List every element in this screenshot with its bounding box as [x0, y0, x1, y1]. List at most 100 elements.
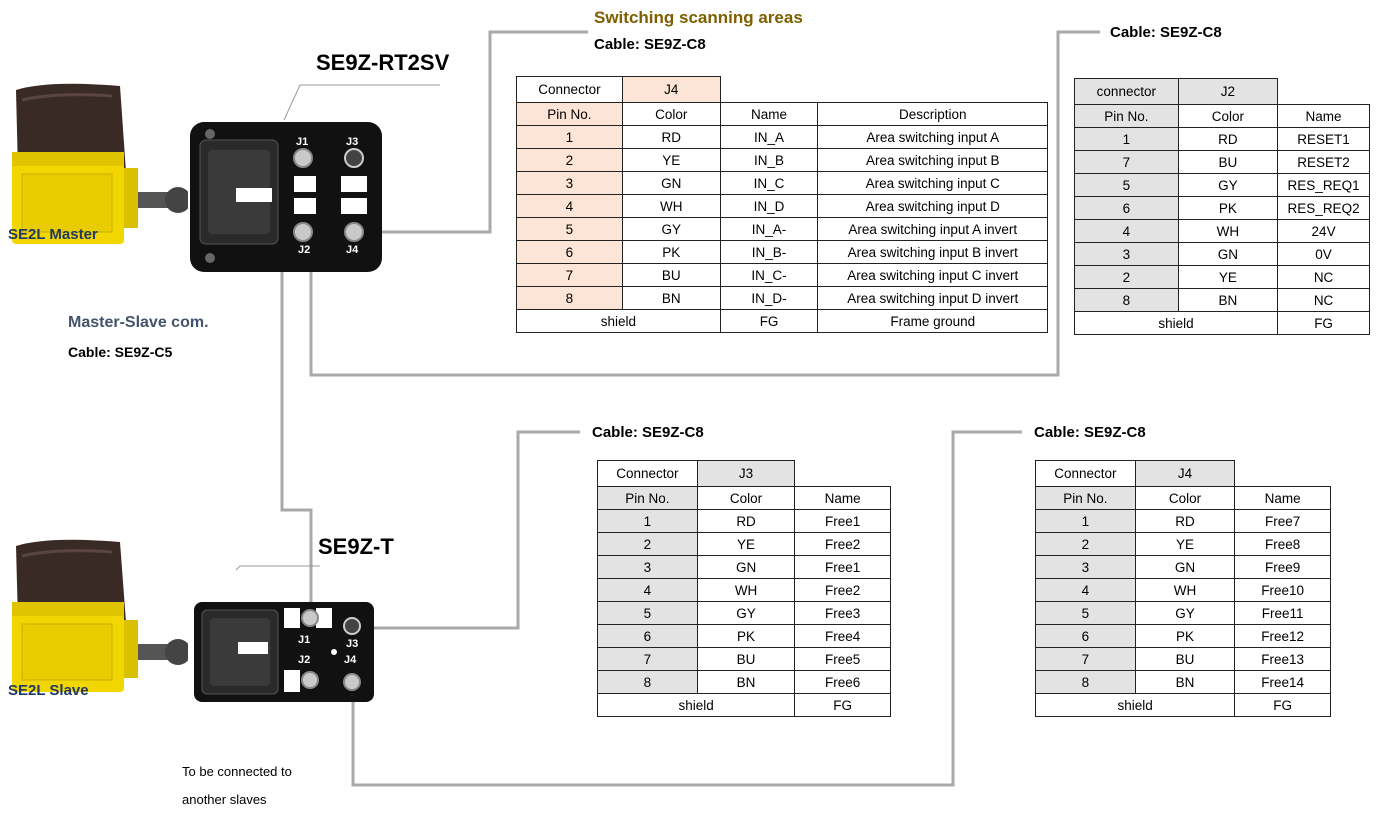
col-header: Name: [794, 486, 891, 510]
table-cell: GY: [1134, 601, 1236, 625]
table-cell: Area switching input C invert: [817, 263, 1048, 287]
table-cell: 1: [1074, 127, 1179, 151]
table-cell: RESET2: [1277, 150, 1370, 174]
table-cell: shield: [596, 693, 796, 717]
table-cell: 7: [1074, 150, 1179, 174]
table-cell: Free13: [1234, 647, 1331, 671]
footer-row: shield FG: [596, 693, 891, 717]
table-cell: GN: [1177, 242, 1279, 266]
table-cell: shield: [1034, 693, 1236, 717]
col-header: Name: [1277, 104, 1370, 128]
table-cell: PK: [1177, 196, 1279, 220]
table-cell: PK: [696, 624, 796, 648]
table-cell: Area switching input A: [817, 125, 1048, 149]
table-cell: PK: [621, 240, 721, 264]
col-header: Color: [621, 102, 721, 126]
table-cell: Area switching input C: [817, 171, 1048, 195]
table-cell: IN_D: [719, 194, 819, 218]
table-cell: NC: [1277, 288, 1370, 312]
table-cell: 6: [1074, 196, 1179, 220]
slave-note-line1: To be connected to: [182, 764, 292, 779]
table-cell: 8: [516, 286, 623, 310]
slave-port-j3: J3: [346, 638, 359, 650]
master-port-j2: J2: [298, 244, 311, 256]
connector-label: Connector: [597, 460, 698, 487]
footer-row: shield FG: [1034, 693, 1331, 717]
table-cell: IN_A-: [719, 217, 819, 241]
table-cell: Free6: [794, 670, 891, 694]
table-cell: Free9: [1234, 555, 1331, 579]
master-port-j1: J1: [296, 136, 309, 148]
table-cell: RES_REQ2: [1277, 196, 1370, 220]
table-cell: BN: [1134, 670, 1236, 694]
table-cell: 6: [597, 624, 698, 648]
table-cell: GY: [696, 601, 796, 625]
table-cell: 7: [597, 647, 698, 671]
table-cell: BU: [696, 647, 796, 671]
table-cell: RESET1: [1277, 127, 1370, 151]
table-cell: IN_B-: [719, 240, 819, 264]
table-cell: Area switching input A invert: [817, 217, 1048, 241]
table-cell: Free8: [1234, 532, 1331, 556]
table-cell: BN: [1177, 288, 1279, 312]
wire-master-j4: [362, 30, 588, 234]
table-cell: 8: [1035, 670, 1136, 694]
col-header: Name: [1234, 486, 1331, 510]
connector-value: J4: [621, 76, 721, 103]
table-cell: 8: [597, 670, 698, 694]
table-cell: IN_A: [719, 125, 819, 149]
col-header: Description: [817, 102, 1048, 126]
cable-label-mid-left: Cable: SE9Z-C8: [592, 424, 704, 441]
table-cell: GN: [621, 171, 721, 195]
table-cell: 3: [1035, 555, 1136, 579]
cable-label-top-left: Cable: SE9Z-C8: [594, 36, 706, 53]
table-cell: RES_REQ1: [1277, 173, 1370, 197]
table-cell: Free2: [794, 578, 891, 602]
cable-label-top-right: Cable: SE9Z-C8: [1110, 24, 1222, 41]
slave-model-label: SE9Z-T: [318, 534, 394, 559]
table-cell: 5: [597, 601, 698, 625]
slave-port-j1: J1: [298, 634, 311, 646]
se2l-master-scanner: [12, 83, 188, 244]
table-cell: shield: [516, 309, 721, 333]
table-cell: Free12: [1234, 624, 1331, 648]
table-cell: WH: [1134, 578, 1236, 602]
table-cell: 2: [516, 148, 623, 172]
table-cell: Area switching input D: [817, 194, 1048, 218]
table-cell: BU: [621, 263, 721, 287]
wire-slave-j4: [351, 430, 1022, 787]
table-cell: 24V: [1277, 219, 1370, 243]
col-header: Name: [719, 102, 819, 126]
table-cell: Free14: [1234, 670, 1331, 694]
table-cell: Free1: [794, 509, 891, 533]
table-cell: Free4: [794, 624, 891, 648]
table-cell: 1: [1035, 509, 1136, 533]
table-cell: 2: [1035, 532, 1136, 556]
table-cell: 1: [597, 509, 698, 533]
connector-label: connector: [1074, 78, 1179, 105]
title-switching-areas: Switching scanning areas: [594, 8, 803, 27]
table-cell: IN_D-: [719, 286, 819, 310]
table-cell: 0V: [1277, 242, 1370, 266]
table-cell: FG: [794, 693, 891, 717]
table-cell: 5: [1074, 173, 1179, 197]
connector-label: Connector: [1035, 460, 1136, 487]
table-cell: Free2: [794, 532, 891, 556]
table-cell: PK: [1134, 624, 1236, 648]
table-cell: RD: [1177, 127, 1279, 151]
